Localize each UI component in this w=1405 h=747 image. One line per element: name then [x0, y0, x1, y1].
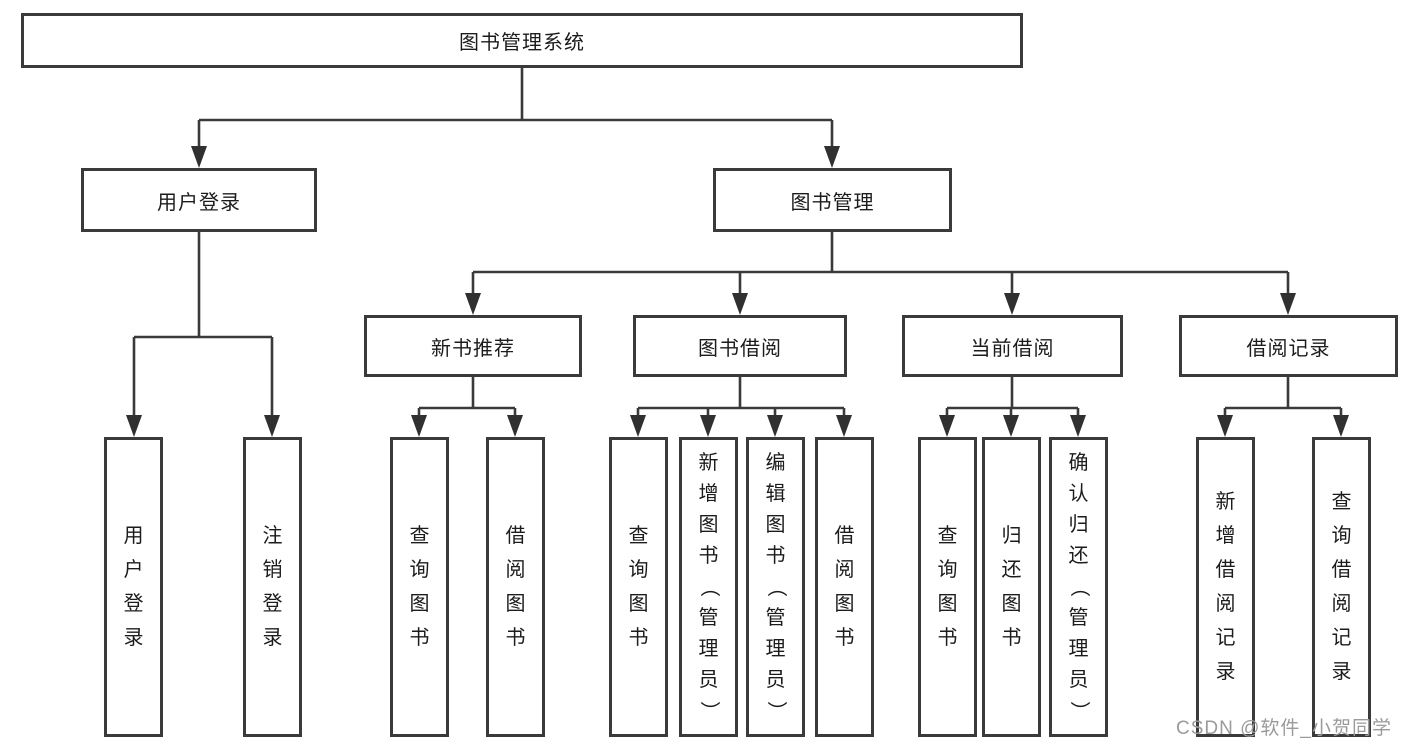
node-borrowing-records: 借阅记录: [1179, 315, 1398, 377]
vertical-glyph: 理: [765, 638, 786, 660]
leaf-logout: 注销登录: [243, 437, 302, 737]
leaf-add-books-admin: 新增图书 （ 管理员 ）: [679, 437, 738, 737]
vertical-glyph: 员: [698, 669, 719, 691]
vertical-glyph: 书: [505, 627, 526, 649]
vertical-glyph: 理: [1068, 638, 1089, 660]
vertical-glyph: 注: [262, 525, 283, 547]
vertical-glyph: 归: [1068, 514, 1089, 536]
vertical-glyph: 员: [1068, 669, 1089, 691]
leaf-add-borrow-record: 新增借阅记录: [1196, 437, 1255, 737]
vertical-glyph: 书: [765, 545, 786, 567]
vertical-glyph: 询: [409, 559, 430, 581]
vertical-glyph: 询: [628, 559, 649, 581]
leaf-query-books: 查询图书: [390, 437, 449, 737]
vertical-glyph: 阅: [1215, 593, 1236, 615]
vertical-glyph: 借: [1331, 559, 1352, 581]
csdn-watermark: CSDN @软件_小贺同学: [1176, 718, 1392, 739]
node-user-login: 用户登录: [81, 168, 317, 232]
node-library-management-system: 图书管理系统: [21, 13, 1023, 68]
node-book-management: 图书管理: [713, 168, 952, 232]
vertical-glyph: 理: [698, 638, 719, 660]
node-new-book-recommendation: 新书推荐: [364, 315, 582, 377]
vertical-glyph: 编: [765, 452, 786, 474]
node-current-borrowing: 当前借阅: [902, 315, 1123, 377]
vertical-glyph: 用: [123, 525, 144, 547]
leaf-query-books: 查询图书: [609, 437, 668, 737]
vertical-glyph: 销: [262, 559, 283, 581]
vertical-glyph: 登: [123, 593, 144, 615]
vertical-glyph: 管: [1068, 607, 1089, 629]
vertical-glyph: 借: [505, 525, 526, 547]
vertical-glyph: 询: [937, 559, 958, 581]
vertical-glyph: 认: [1068, 483, 1089, 505]
vertical-glyph: 书: [698, 545, 719, 567]
vertical-glyph: 记: [1331, 627, 1352, 649]
vertical-glyph: 查: [937, 525, 958, 547]
vertical-glyph: （: [1067, 577, 1090, 597]
vertical-glyph: 图: [409, 593, 430, 615]
leaf-edit-books-admin: 编辑图书 （ 管理员 ）: [746, 437, 805, 737]
leaf-borrow-books: 借阅图书: [815, 437, 874, 737]
vertical-glyph: 书: [628, 627, 649, 649]
vertical-glyph: （: [697, 577, 720, 597]
vertical-glyph: 借: [834, 525, 855, 547]
vertical-glyph: 记: [1215, 627, 1236, 649]
vertical-glyph: 户: [123, 559, 144, 581]
vertical-glyph: ）: [1067, 701, 1090, 721]
vertical-glyph: 图: [698, 514, 719, 536]
vertical-glyph: 管: [765, 607, 786, 629]
vertical-glyph: 还: [1068, 545, 1089, 567]
leaf-borrow-books: 借阅图书: [486, 437, 545, 737]
vertical-glyph: 图: [628, 593, 649, 615]
vertical-glyph: 书: [409, 627, 430, 649]
vertical-glyph: 录: [1331, 661, 1352, 683]
vertical-glyph: 图: [937, 593, 958, 615]
vertical-glyph: 阅: [1331, 593, 1352, 615]
vertical-glyph: 查: [409, 525, 430, 547]
vertical-glyph: 录: [262, 627, 283, 649]
vertical-glyph: 录: [123, 627, 144, 649]
vertical-glyph: 确: [1068, 452, 1089, 474]
node-book-borrowing: 图书借阅: [633, 315, 847, 377]
vertical-glyph: 管: [698, 607, 719, 629]
vertical-glyph: 新: [1215, 491, 1236, 513]
leaf-return-books: 归还图书: [982, 437, 1041, 737]
vertical-glyph: 图: [505, 593, 526, 615]
vertical-glyph: 员: [765, 669, 786, 691]
vertical-glyph: 书: [937, 627, 958, 649]
vertical-glyph: 查: [628, 525, 649, 547]
vertical-glyph: 归: [1001, 525, 1022, 547]
vertical-glyph: 增: [698, 483, 719, 505]
vertical-glyph: 图: [765, 514, 786, 536]
vertical-glyph: 查: [1331, 491, 1352, 513]
vertical-glyph: 图: [1001, 593, 1022, 615]
vertical-glyph: ）: [764, 701, 787, 721]
vertical-glyph: 阅: [505, 559, 526, 581]
vertical-glyph: 登: [262, 593, 283, 615]
vertical-glyph: 还: [1001, 559, 1022, 581]
vertical-glyph: 录: [1215, 661, 1236, 683]
leaf-confirm-return-admin: 确认归还 （ 管理员 ）: [1049, 437, 1108, 737]
vertical-glyph: 书: [834, 627, 855, 649]
vertical-glyph: 书: [1001, 627, 1022, 649]
vertical-glyph: 阅: [834, 559, 855, 581]
vertical-glyph: （: [764, 577, 787, 597]
leaf-query-borrow-record: 查询借阅记录: [1312, 437, 1371, 737]
leaf-query-books: 查询图书: [918, 437, 977, 737]
vertical-glyph: 询: [1331, 525, 1352, 547]
vertical-glyph: 借: [1215, 559, 1236, 581]
vertical-glyph: 辑: [765, 483, 786, 505]
vertical-glyph: 新: [698, 452, 719, 474]
vertical-glyph: ）: [697, 701, 720, 721]
vertical-glyph: 图: [834, 593, 855, 615]
leaf-user-login: 用户登录: [104, 437, 163, 737]
vertical-glyph: 增: [1215, 525, 1236, 547]
